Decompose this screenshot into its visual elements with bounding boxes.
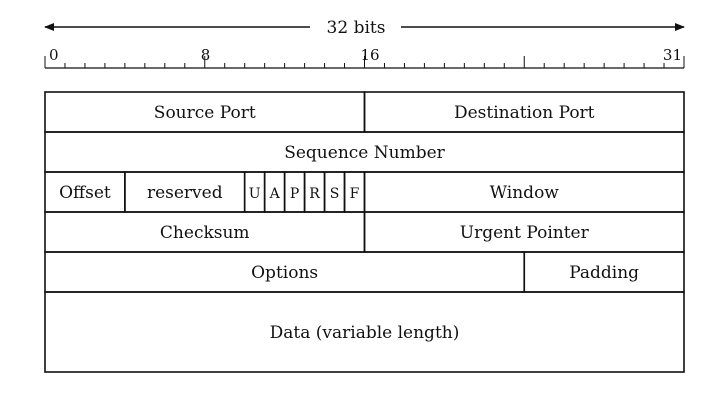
- field-label: Sequence Number: [284, 143, 445, 163]
- field-label: P: [290, 186, 299, 202]
- field-label: Destination Port: [454, 103, 595, 123]
- field-label: Data (variable length): [270, 323, 460, 343]
- field-flag-f: F: [343, 171, 366, 213]
- field-destination-port: Destination Port: [363, 91, 685, 133]
- header-row: Source Port Destination Port: [44, 91, 685, 133]
- field-offset: Offset: [44, 171, 126, 213]
- bit-ruler: 0 8 16 31: [44, 46, 685, 69]
- header-row: Checksum Urgent Pointer: [44, 211, 685, 253]
- field-label: U: [249, 186, 261, 202]
- field-padding: Padding: [523, 251, 685, 293]
- field-label: Window: [490, 183, 560, 203]
- field-data: Data (variable length): [44, 291, 685, 373]
- field-flag-u: U: [243, 171, 266, 213]
- field-label: reserved: [147, 183, 223, 203]
- field-source-port: Source Port: [44, 91, 366, 133]
- ruler-label: 8: [201, 46, 211, 64]
- field-label: R: [309, 186, 320, 202]
- field-flag-s: S: [323, 171, 346, 213]
- ruler-label: 31: [663, 46, 682, 64]
- ruler-label: 16: [361, 46, 380, 64]
- field-label: F: [350, 186, 360, 202]
- bit-width-arrow: 32 bits: [44, 18, 685, 38]
- field-sequence-number: Sequence Number: [44, 131, 685, 173]
- field-flag-a: A: [263, 171, 286, 213]
- field-box: [44, 291, 685, 373]
- field-label: S: [330, 186, 340, 202]
- field-checksum: Checksum: [44, 211, 366, 253]
- field-flag-r: R: [303, 171, 326, 213]
- header-row: Options Padding: [44, 251, 685, 293]
- field-label: Urgent Pointer: [460, 223, 590, 243]
- field-label: Checksum: [160, 223, 250, 243]
- header-row: Sequence Number: [44, 131, 685, 173]
- field-label: Options: [251, 263, 318, 283]
- field-urgent-pointer: Urgent Pointer: [363, 211, 685, 253]
- field-label: Offset: [59, 183, 111, 203]
- header-row: Data (variable length): [44, 291, 685, 373]
- field-label: A: [269, 186, 281, 202]
- field-options: Options: [44, 251, 526, 293]
- bit-width-label: 32 bits: [327, 18, 386, 38]
- field-label: Padding: [569, 263, 639, 283]
- field-flag-p: P: [283, 171, 306, 213]
- ruler-label: 0: [49, 46, 59, 64]
- field-label: Source Port: [154, 103, 256, 123]
- field-window: Window: [363, 171, 685, 213]
- field-reserved: reserved: [124, 171, 246, 213]
